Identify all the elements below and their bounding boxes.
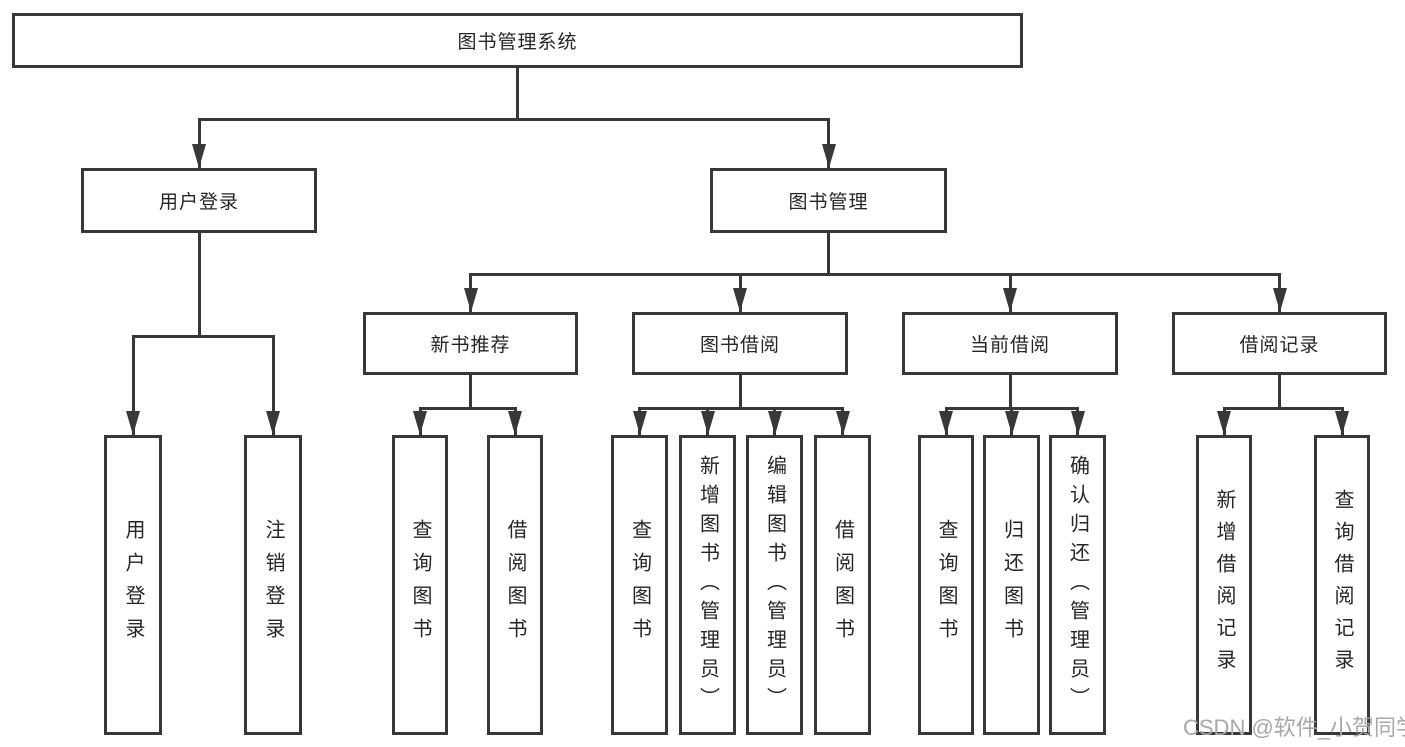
arrow-down-icon xyxy=(126,411,140,435)
node-label-current: 当前借阅 xyxy=(969,335,1050,356)
arrow-down-icon xyxy=(767,411,782,435)
node-label-nr-query: 查询图书 xyxy=(409,519,431,651)
connector-stem-root xyxy=(516,68,519,118)
arrow-down-icon xyxy=(700,411,715,435)
connector-stem-user-login xyxy=(197,233,201,335)
connector-stem-current xyxy=(1008,375,1012,407)
connector-stem-new-rec xyxy=(469,375,472,407)
connector-stem-book-mgmt xyxy=(827,233,830,273)
arrow-down-icon xyxy=(1004,411,1019,435)
node-b-query: 查询图书 xyxy=(611,435,668,735)
node-label-c-confirm: 确认归还（管理员） xyxy=(1066,454,1089,716)
node-label-records: 借阅记录 xyxy=(1239,335,1320,356)
node-leaf-login: 用户登录 xyxy=(104,435,162,735)
arrow-down-icon xyxy=(1217,411,1231,435)
arrow-down-icon xyxy=(413,411,427,435)
node-book-mgmt: 图书管理 xyxy=(710,168,947,233)
arrow-down-icon xyxy=(1335,411,1349,435)
connector-drop-leaf-login xyxy=(131,335,135,435)
node-label-user-login: 用户登录 xyxy=(158,192,239,213)
node-b-edit: 编辑图书（管理员） xyxy=(746,435,803,735)
node-user-login: 用户登录 xyxy=(81,168,317,233)
node-leaf-logout: 注销登录 xyxy=(244,435,302,735)
connector-stem-records xyxy=(1278,375,1281,407)
node-label-borrow: 图书借阅 xyxy=(699,335,780,356)
node-b-add: 新增图书（管理员） xyxy=(679,435,736,735)
connector-branch-book-mgmt xyxy=(469,273,1281,276)
connector-branch-borrow xyxy=(638,407,844,410)
node-label-b-edit: 编辑图书（管理员） xyxy=(763,454,786,716)
node-c-confirm: 确认归还（管理员） xyxy=(1049,435,1106,735)
node-label-c-return: 归还图书 xyxy=(1000,519,1023,651)
node-label-nr-borrow: 借阅图书 xyxy=(504,519,526,651)
connector-drop-leaf-logout xyxy=(271,335,275,435)
connector-stem-borrow xyxy=(738,375,742,407)
node-label-root: 图书管理系统 xyxy=(457,32,578,53)
node-label-r-query: 查询借阅记录 xyxy=(1331,489,1353,681)
node-r-add: 新增借阅记录 xyxy=(1196,435,1252,735)
connector-branch-records xyxy=(1222,407,1344,410)
arrow-down-icon xyxy=(939,411,953,435)
connector-drop-user-login xyxy=(197,118,201,168)
node-borrow: 图书借阅 xyxy=(632,312,848,375)
connector-branch-user-login xyxy=(131,335,275,338)
arrow-down-icon xyxy=(266,411,280,435)
node-label-b-query: 查询图书 xyxy=(628,519,651,651)
node-label-leaf-login: 用户登录 xyxy=(122,519,144,651)
arrow-down-icon xyxy=(192,144,206,168)
node-c-query: 查询图书 xyxy=(918,435,974,735)
arrow-down-icon xyxy=(821,144,836,168)
arrow-down-icon xyxy=(508,411,522,435)
node-r-query: 查询借阅记录 xyxy=(1314,435,1370,735)
csdn-watermark: CSDN @软件_小贺同学 xyxy=(1183,715,1405,740)
node-label-b-add: 新增图书（管理员） xyxy=(696,454,719,716)
arrow-down-icon xyxy=(632,411,647,435)
connector-branch-root xyxy=(197,118,830,121)
node-b-borrow: 借阅图书 xyxy=(814,435,871,735)
node-label-c-query: 查询图书 xyxy=(935,519,957,651)
arrow-down-icon xyxy=(1003,288,1017,312)
arrow-down-icon xyxy=(1070,411,1085,435)
node-label-new-rec: 新书推荐 xyxy=(430,335,511,356)
node-current: 当前借阅 xyxy=(902,312,1118,375)
node-root: 图书管理系统 xyxy=(12,13,1023,68)
node-label-book-mgmt: 图书管理 xyxy=(788,192,869,213)
arrow-down-icon xyxy=(733,288,747,312)
arrow-down-icon xyxy=(463,288,478,312)
arrow-down-icon xyxy=(1272,288,1287,312)
node-nr-borrow: 借阅图书 xyxy=(487,435,543,735)
node-label-b-borrow: 借阅图书 xyxy=(831,519,854,651)
connector-drop-book-mgmt xyxy=(827,118,830,168)
node-new-rec: 新书推荐 xyxy=(363,312,578,375)
arrow-down-icon xyxy=(835,411,850,435)
node-c-return: 归还图书 xyxy=(983,435,1040,735)
node-records: 借阅记录 xyxy=(1172,312,1387,375)
node-label-r-add: 新增借阅记录 xyxy=(1213,489,1235,681)
node-nr-query: 查询图书 xyxy=(392,435,448,735)
node-label-leaf-logout: 注销登录 xyxy=(262,519,284,651)
connector-branch-new-rec xyxy=(418,407,517,410)
